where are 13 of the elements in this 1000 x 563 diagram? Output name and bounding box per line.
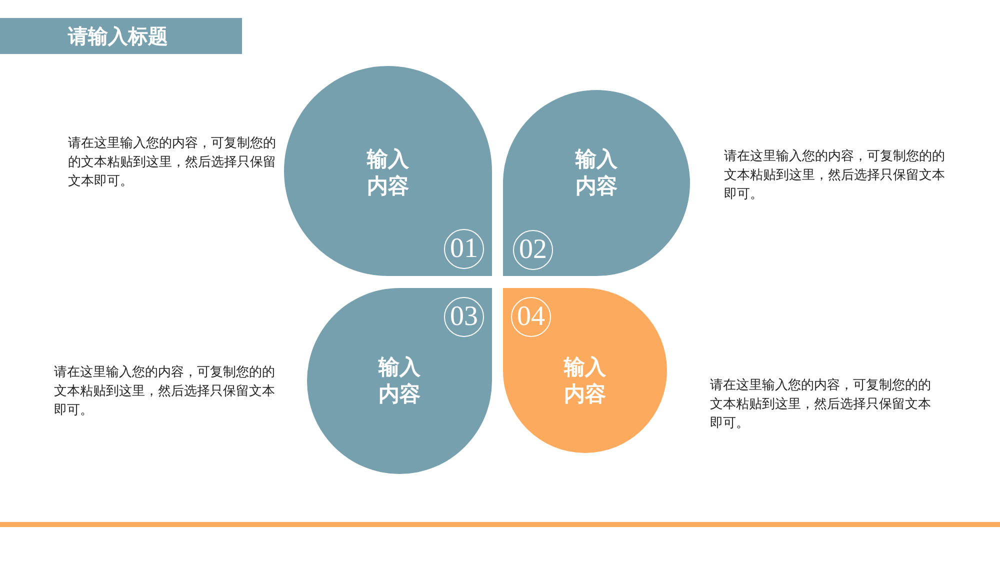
description-text: 请在这里输入您的内容，可复制您的的文本粘贴到这里，然后选择只保留文本即可。 [68, 135, 277, 191]
description-text: 请在这里输入您的内容，可复制您的的文本粘贴到这里，然后选择只保留文本即可。 [724, 148, 946, 204]
step-number: 02 [513, 230, 553, 270]
step-number: 04 [511, 297, 551, 337]
petal-title: 输入内容 [377, 354, 422, 408]
petal-title: 输入内容 [574, 146, 618, 200]
petal-title: 输入内容 [562, 354, 607, 408]
step-number: 03 [444, 297, 484, 337]
step-number: 01 [444, 229, 484, 269]
petal-title: 输入内容 [366, 146, 410, 200]
description-text: 请在这里输入您的内容，可复制您的的文本粘贴到这里，然后选择只保留文本即可。 [710, 377, 932, 433]
description-text: 请在这里输入您的内容，可复制您的的文本粘贴到这里，然后选择只保留文本即可。 [54, 364, 276, 420]
title-banner: 请输入标题 [0, 18, 242, 54]
